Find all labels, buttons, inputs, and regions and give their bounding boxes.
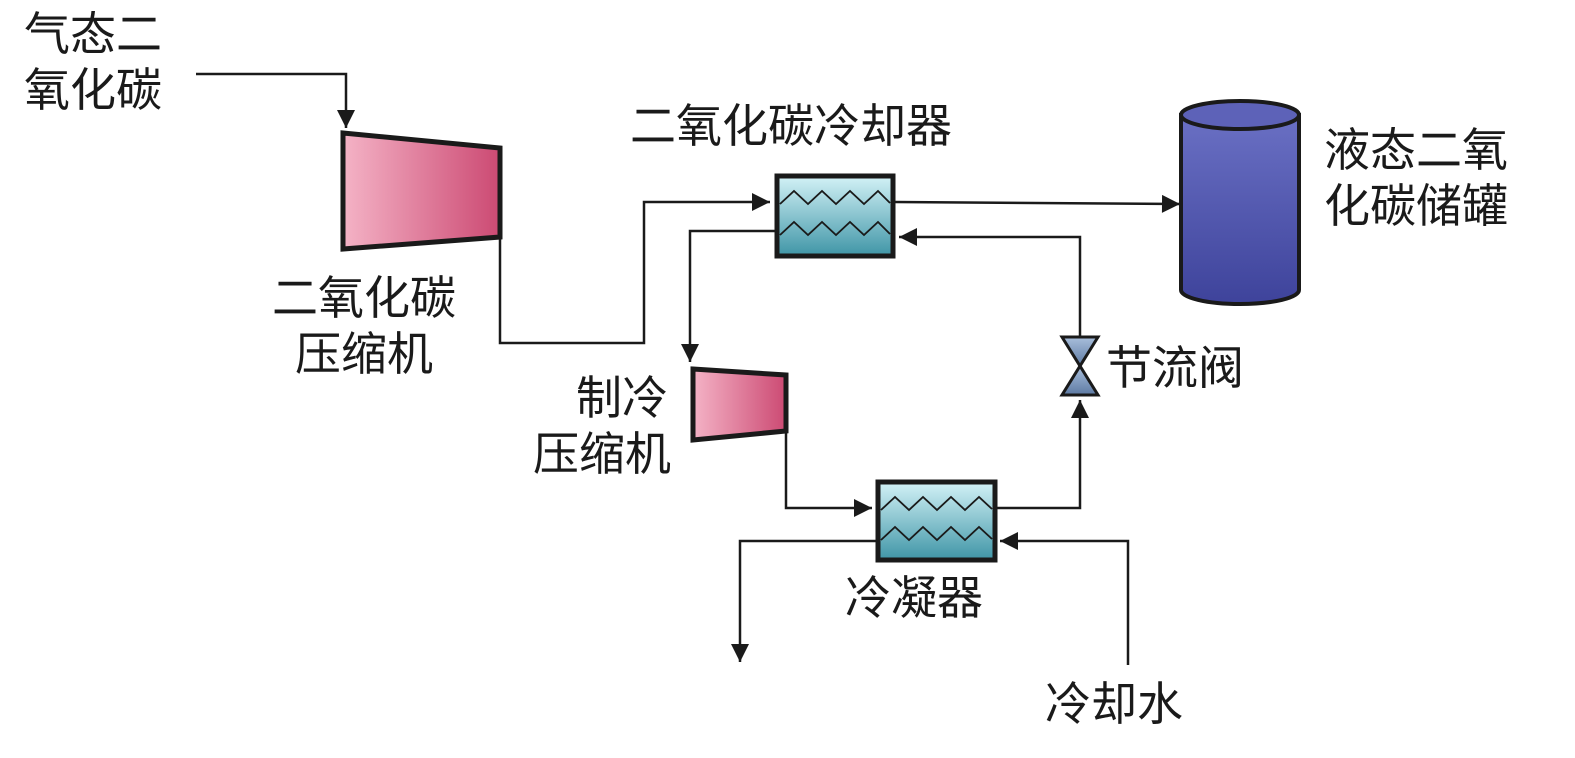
label-co2-gas-line2: 氧化碳 <box>24 63 162 117</box>
cooling-water-inlet-line <box>1000 532 1130 665</box>
throttle-valve-symbol <box>1059 335 1101 397</box>
cooler-to-refrigeration-compressor-line <box>681 229 777 362</box>
label-liquid-co2-tank-line1: 液态二氧 <box>1324 123 1508 177</box>
label-co2-gas: 气态二 氧化碳 <box>24 6 162 118</box>
co2-cooler-exchanger <box>774 173 896 259</box>
cooling-water-outlet-line <box>731 539 877 662</box>
label-refrigeration-compressor: 制冷 压缩机 <box>514 370 690 482</box>
label-liquid-co2-tank: 液态二氧 化碳储罐 <box>1324 122 1508 234</box>
label-liquid-co2-tank-line2: 化碳储罐 <box>1324 179 1508 233</box>
label-refrigeration-compressor-line1: 制冷 <box>576 371 668 425</box>
label-co2-compressor-line1: 二氧化碳 <box>272 271 456 325</box>
cooler-to-tank-line <box>894 194 1181 213</box>
refrigeration-compressor-to-condenser-line <box>784 432 872 517</box>
label-throttle-valve: 节流阀 <box>1106 341 1244 395</box>
valve-to-cooler-line <box>899 228 1082 337</box>
label-co2-gas-line1: 气态二 <box>24 7 162 61</box>
co2-gas-inlet-line <box>196 72 355 128</box>
label-condenser: 冷凝器 <box>845 571 983 625</box>
label-co2-compressor-line2: 压缩机 <box>295 327 433 381</box>
refrigeration-compressor <box>690 366 789 443</box>
label-refrigeration-compressor-line2: 压缩机 <box>533 427 671 481</box>
co2-compressor-to-cooler-line <box>498 193 770 345</box>
label-co2-compressor: 二氧化碳 压缩机 <box>254 270 474 382</box>
label-co2-cooler: 二氧化碳冷却器 <box>630 99 952 153</box>
co2-compressor <box>340 130 503 252</box>
condenser-exchanger <box>875 479 998 563</box>
liquid-co2-tank <box>1179 99 1301 306</box>
label-cooling-water: 冷却水 <box>1045 677 1183 731</box>
condenser-to-valve-line <box>996 400 1089 510</box>
